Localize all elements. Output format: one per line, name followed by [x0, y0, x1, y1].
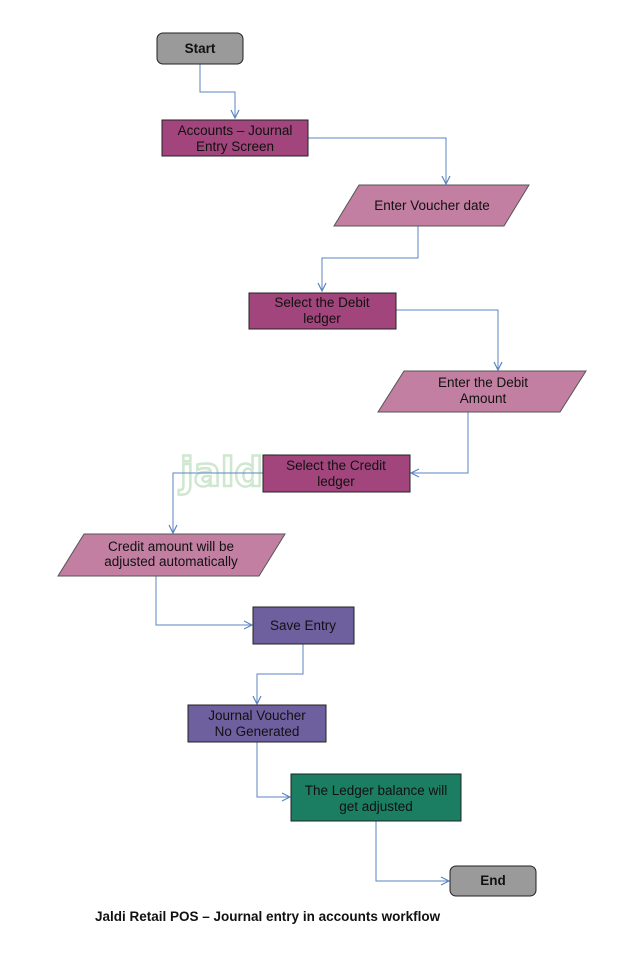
debit-amount-node: Enter the Debit Amount	[377, 370, 587, 413]
ledger-balance-shape	[290, 773, 462, 822]
connector-voucher-date-to-debit-ledger	[322, 226, 419, 291]
debit-amount-shape	[377, 370, 587, 413]
voucher-generated-node: Journal Voucher No Generated	[187, 704, 327, 743]
connector-debit-ledger-to-debit-amount	[396, 309, 498, 370]
connector-credit-amount-to-save-entry	[155, 576, 252, 625]
journal-screen-label-line-2: Entry Screen	[196, 139, 274, 154]
diagram-caption: Jaldi Retail POS – Journal entry in acco…	[95, 909, 441, 924]
credit-amount-label-line-1: Credit amount will be	[108, 539, 234, 554]
start-node: Start	[156, 32, 244, 65]
debit-amount-label-line-1: Enter the Debit	[438, 375, 528, 390]
ledger-balance-node: The Ledger balance will get adjusted	[290, 773, 462, 822]
voucher-date-shape	[333, 184, 530, 227]
connectors	[155, 64, 498, 881]
start-label: Start	[185, 41, 216, 56]
voucher-generated-label-line-2: No Generated	[215, 724, 300, 739]
connector-voucher-generated-to-ledger-balance	[256, 742, 290, 797]
save-entry-node: Save Entry	[252, 606, 355, 645]
connector-debit-amount-to-credit-ledger	[411, 412, 469, 473]
debit-ledger-label-line-2: ledger	[303, 311, 341, 326]
journal-screen-shape	[161, 119, 309, 157]
voucher-date-node: Enter Voucher date	[333, 184, 530, 227]
ledger-balance-label-line-1: The Ledger balance will	[305, 783, 448, 798]
credit-ledger-label-line-2: ledger	[317, 474, 355, 489]
ledger-balance-label-line-2: get adjusted	[339, 799, 413, 814]
debit-ledger-label-line-1: Select the Debit	[274, 295, 370, 310]
voucher-date-label: Enter Voucher date	[374, 198, 490, 213]
connector-journal-screen-to-voucher-date	[308, 137, 446, 184]
save-entry-shape	[252, 606, 355, 645]
save-entry-label: Save Entry	[270, 618, 336, 633]
credit-amount-shape	[57, 533, 286, 577]
credit-amount-node: Credit amount will be adjusted automatic…	[57, 533, 286, 577]
credit-ledger-node: Select the Credit ledger	[262, 454, 411, 493]
journal-screen-node: Accounts – Journal Entry Screen	[161, 119, 309, 157]
credit-ledger-label-line-1: Select the Credit	[286, 458, 386, 473]
connector-start-to-journal-screen	[199, 64, 235, 118]
credit-ledger-shape	[262, 454, 411, 493]
debit-amount-label-line-2: Amount	[460, 391, 507, 406]
debit-ledger-shape	[248, 292, 397, 330]
voucher-generated-label-line-1: Journal Voucher	[208, 708, 306, 723]
connector-ledger-balance-to-end	[375, 821, 449, 881]
voucher-generated-shape	[187, 704, 327, 743]
end-shape	[449, 865, 537, 897]
end-node: End	[449, 865, 537, 897]
start-shape	[156, 32, 244, 65]
end-label: End	[480, 873, 506, 888]
connector-save-entry-to-voucher-generated	[257, 644, 304, 704]
debit-ledger-node: Select the Debit ledger	[248, 292, 397, 330]
credit-amount-label-line-2: adjusted automatically	[104, 554, 238, 569]
connector-credit-ledger-to-credit-amount	[173, 472, 263, 533]
journal-screen-label-line-1: Accounts – Journal	[178, 123, 293, 138]
